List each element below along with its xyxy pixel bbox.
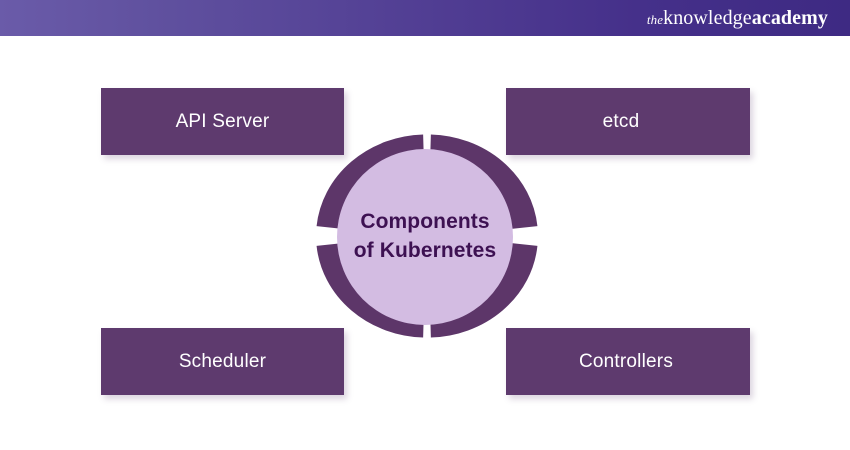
brand-knowledge-text: knowledge <box>663 7 752 29</box>
header-bar: theknowledgeacademy <box>0 0 850 36</box>
component-box-controllers: Controllers <box>506 328 750 395</box>
brand-the-text: the <box>646 12 664 27</box>
hub-title: Components of Kubernetes <box>353 210 497 262</box>
hub-inner-circle: Components of Kubernetes <box>337 149 513 325</box>
diagram-canvas: API Server etcd Scheduler Controllers Co… <box>0 36 850 450</box>
component-box-label: API Server <box>175 110 270 132</box>
brand-logo: theknowledgeacademy <box>647 8 828 28</box>
component-box-api-server: API Server <box>101 88 344 155</box>
brand-academy-text: academy <box>751 7 828 29</box>
component-box-label: Scheduler <box>178 350 267 372</box>
component-box-label: etcd <box>602 110 640 132</box>
central-hub: Components of Kubernetes <box>313 131 541 341</box>
component-box-scheduler: Scheduler <box>101 328 344 395</box>
component-box-label: Controllers <box>578 350 674 372</box>
component-box-etcd: etcd <box>506 88 750 155</box>
